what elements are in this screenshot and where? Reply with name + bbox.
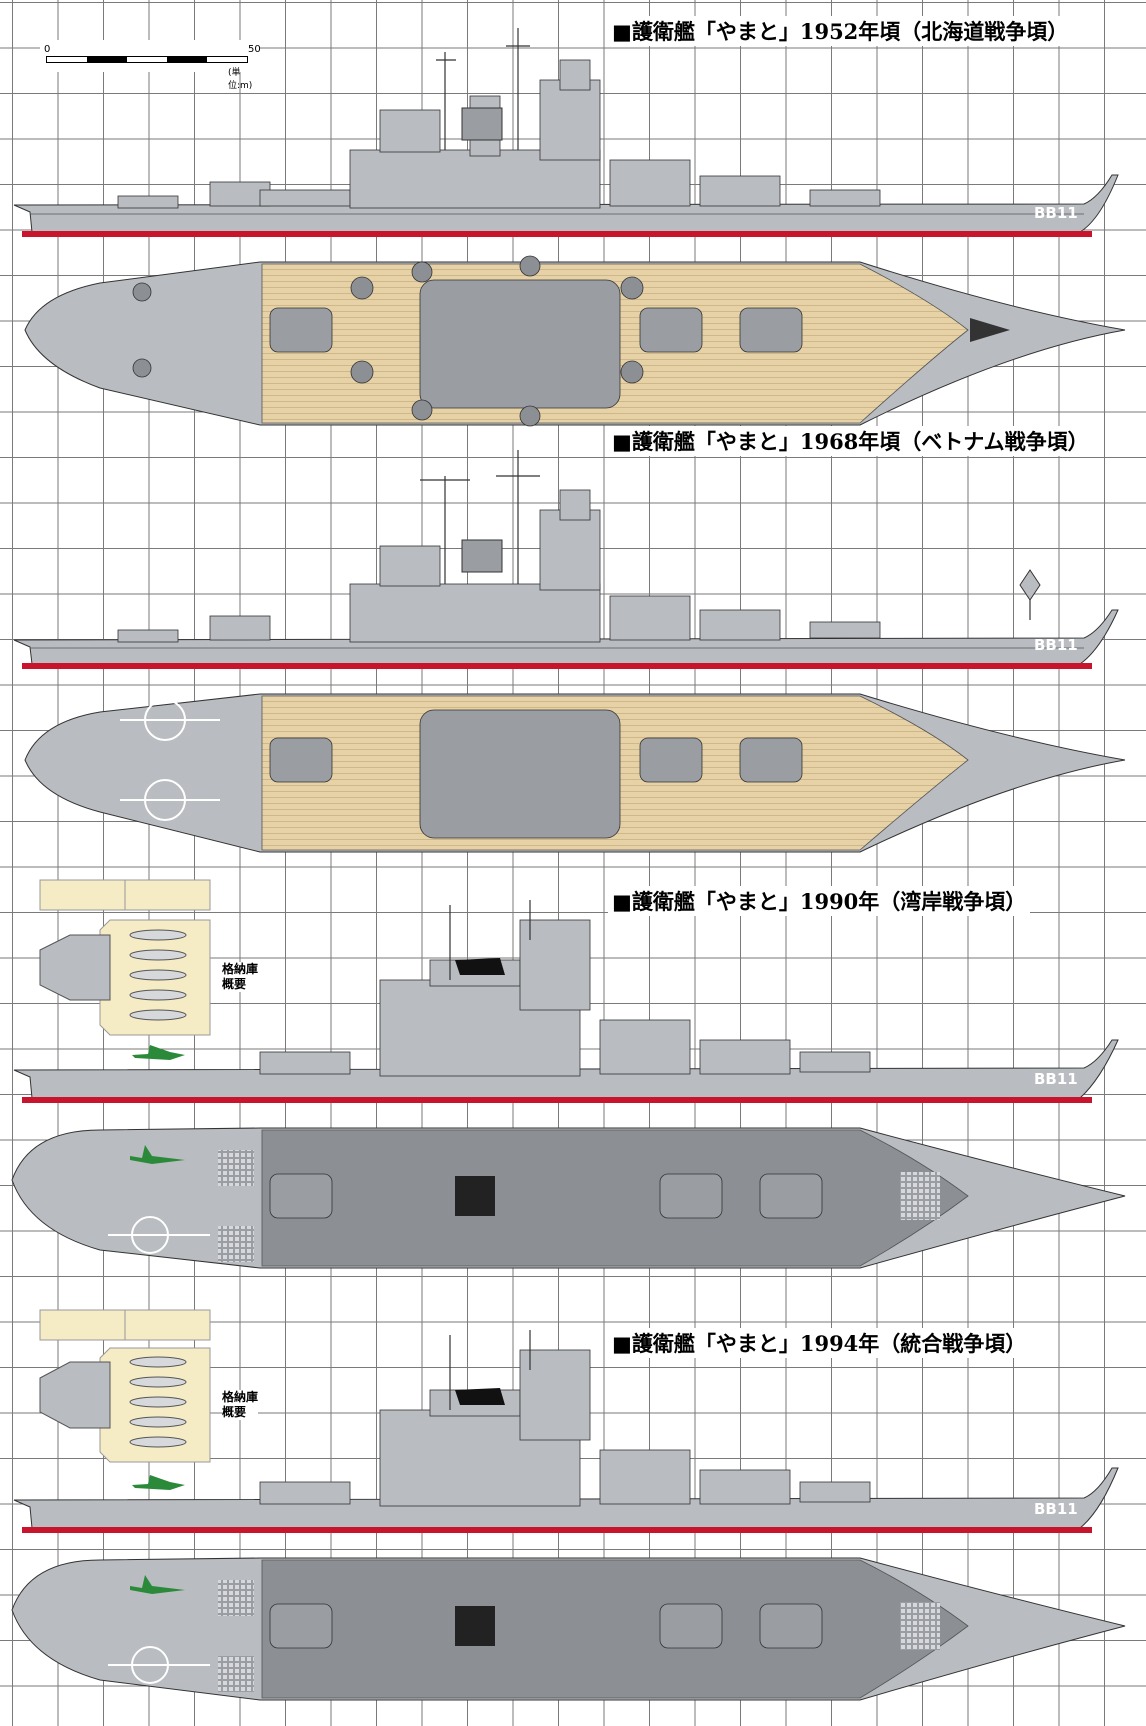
title-1952: ■護衛艦「やまと」1952年頃（北海道戦争頃） bbox=[608, 16, 1073, 46]
scale-end: 50 bbox=[248, 44, 261, 55]
scale-unit: (単位:m) bbox=[228, 68, 253, 91]
title-1990: ■護衛艦「やまと」1990年（湾岸戦争頃） bbox=[608, 886, 1031, 916]
plan-1994 bbox=[11, 1557, 1126, 1701]
hull-number-label: BB11 bbox=[1034, 1500, 1078, 1518]
hangar-inset-1990 bbox=[39, 879, 211, 1036]
hull-number-label: BB11 bbox=[1034, 204, 1078, 222]
scale-bar-segments bbox=[46, 56, 248, 63]
hangar-label-1994-line1: 格納庫 bbox=[222, 1390, 259, 1404]
scale-bar: 0 50 (単位:m) bbox=[40, 40, 261, 91]
hangar-label-1994-line2: 概要 bbox=[222, 1405, 247, 1419]
profile-1952: BB11 bbox=[13, 28, 1119, 237]
hull-number-label: BB11 bbox=[1034, 1070, 1078, 1088]
title-1994: ■護衛艦「やまと」1994年（統合戦争頃） bbox=[608, 1328, 1031, 1358]
profile-1990: BB11 bbox=[13, 900, 1119, 1103]
profile-1968: BB11 bbox=[13, 450, 1119, 669]
hangar-label-1990-line2: 概要 bbox=[222, 977, 247, 991]
hangar-inset-1994 bbox=[39, 1309, 211, 1463]
plan-1952 bbox=[24, 255, 1126, 427]
profile-1994: BB11 bbox=[13, 1330, 1119, 1533]
hangar-label-1994: 格納庫 概要 bbox=[222, 1390, 259, 1420]
hangar-label-1990-line1: 格納庫 bbox=[222, 962, 259, 976]
hull-number-label: BB11 bbox=[1034, 636, 1078, 654]
plan-1990 bbox=[11, 1127, 1126, 1269]
hangar-label-1990: 格納庫 概要 bbox=[222, 962, 259, 992]
title-1968: ■護衛艦「やまと」1968年頃（ベトナム戦争頃） bbox=[608, 426, 1093, 456]
plan-1968 bbox=[24, 693, 1126, 853]
scale-start: 0 bbox=[44, 44, 51, 55]
